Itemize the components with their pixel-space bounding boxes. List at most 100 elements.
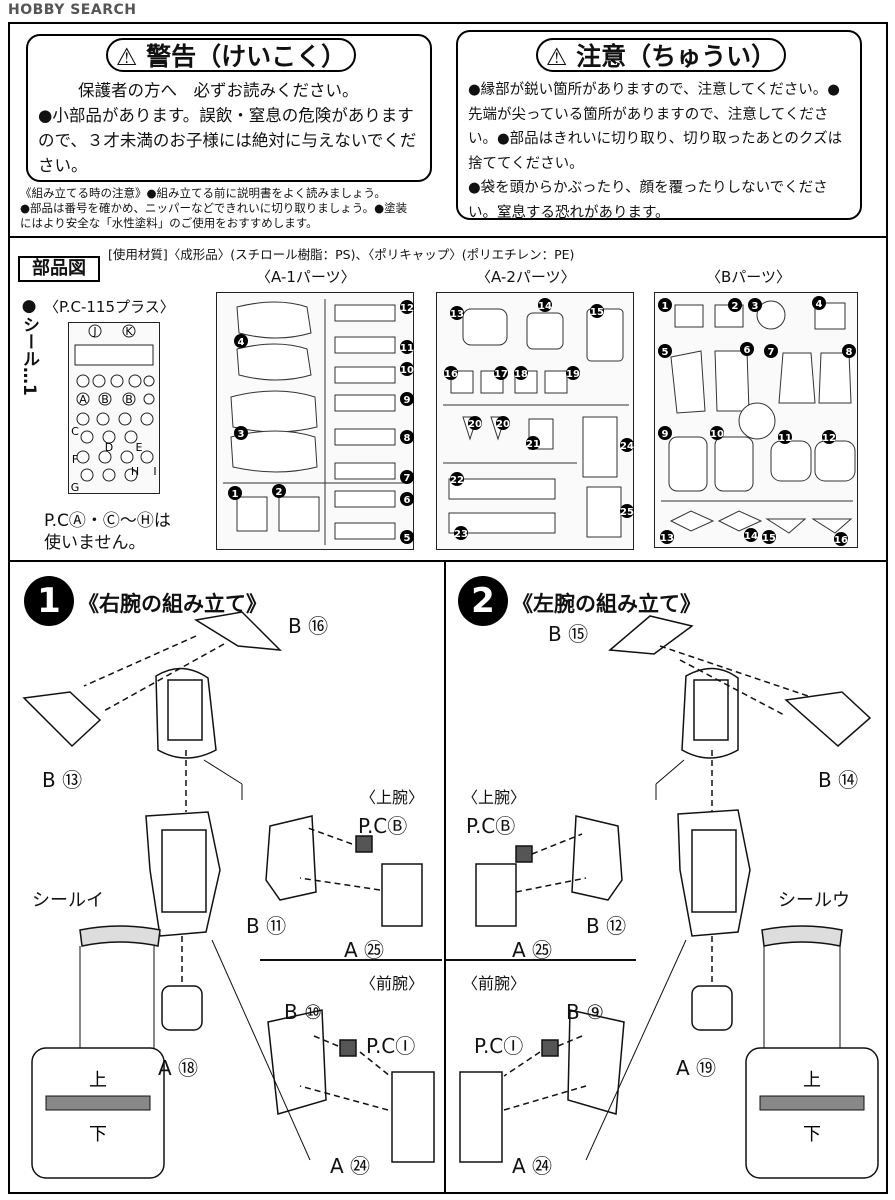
caution-triangle-icon: ⚠ [545,43,568,71]
a2-sprue-drawing: 13 14 15 16 17 18 19 20 20 21 24 22 25 2… [443,298,634,540]
pc-label: 〈P.C-115プラス〉 [44,298,175,316]
step2-part-arm-frame [691,829,737,913]
step1-seal-card [31,1047,165,1179]
step2-part-b12 [571,815,623,901]
assembly-notes: 《組み立てる時の注意》●組み立てる前に説明書をよく読みましょう。 ●部品は番号を… [20,186,450,231]
caution-line-2: ●袋を頭からかぶったり、顔を覆ったりしないでください。窒息する恐れがあります。 [468,180,828,221]
a1-num-12: 12 [400,303,414,314]
step1-part-a24 [391,1071,435,1163]
step2-seal-card [745,1047,879,1179]
seal-label: ●シール…1 [19,296,39,396]
step1-part-b16 [193,611,283,651]
pc-letter-e: E [136,441,143,454]
step2-label-pci: P.CⒾ [474,1034,524,1058]
step1-label-upper-arm: 〈上腕〉 [360,788,425,807]
step2-seal-top: 上 [803,1070,821,1091]
step2-diagram: 上 下 [446,615,879,1179]
b-num-4: 4 [816,299,823,310]
parts-materials: [使用材質]〈成形品〉(スチロール樹脂：PS)、〈ポリキャップ〉(ポリエチレン：… [108,247,575,262]
a2-num-25: 25 [620,507,634,518]
a2-num-23: 23 [454,529,468,540]
step2-number: 2 [458,576,508,626]
step2-part-pci [541,1039,559,1057]
step2-label-seal: シールウ [778,890,850,911]
pc-letter-c: C [71,425,79,438]
a1-num-6: 6 [404,495,411,506]
step2-title: 《左腕の組み立て》 [512,592,701,616]
b-num-15: 15 [762,533,776,544]
warning-title-text: 警告（けいこく） [146,42,347,71]
caution-title: ⚠ 注意（ちゅうい） [536,38,786,72]
step1-number: 1 [24,576,74,626]
step2-label-upper-arm: 〈上腕〉 [462,788,527,807]
b-num-10: 10 [710,429,724,440]
a2-label: 〈A-2パーツ〉 [476,268,576,286]
a1-num-4: 4 [238,337,245,348]
a2-num-13: 13 [450,309,464,320]
separator-parts-top [8,236,888,238]
a1-num-3: 3 [238,429,245,440]
pc-letter-g: G [71,481,80,494]
assembly-notes-line-2: ●部品は番号を確かめ、ニッパーなどできれいに切り取りましょう。●塗装 [20,201,408,215]
b-sprue: 1 2 3 4 5 6 7 8 9 10 11 12 13 14 15 16 [654,292,858,548]
step2-part-pcb [515,845,533,863]
b-num-2: 2 [732,301,739,312]
step1-label-a18: A ⑱ [158,1056,199,1080]
step1-label-b10: B ⑩ [284,1000,323,1024]
a2-num-19: 19 [566,369,580,380]
parts-header: 部品図 [18,256,100,282]
pc-letter-d: D [105,441,113,454]
b-num-14: 14 [744,531,758,542]
step1-seal-bottom: 下 [89,1124,107,1145]
page-frame [8,22,888,1194]
pc-letter-a: A [79,393,87,406]
pc-letter-f: F [72,453,78,466]
caution-body: ●縁部が鋭い箇所がありますので、注意してください。●先端が尖っている箇所がありま… [468,78,852,225]
step2-label-a19: A ⑲ [676,1056,717,1080]
b-num-8: 8 [846,347,853,358]
b-num-6: 6 [744,345,751,356]
b-num-1: 1 [662,301,669,312]
step1-part-seal [79,925,161,947]
step1-label-pci: P.CⒾ [366,1034,416,1058]
step1-label-seal: シールイ [32,890,104,911]
step1-label-pcb: P.CⒷ [358,814,408,838]
step1-seal-card-strip [45,1095,151,1111]
pc-letter-j: J [92,325,96,338]
pc-letter-h: H [131,465,139,478]
pc-note-line-1: P.CⒶ・Ⓒ〜Ⓗは [44,511,171,531]
step2-part-a25 [475,863,517,927]
a1-sprue-drawing: 12 4 11 10 3 9 8 7 1 2 6 5 [223,299,414,545]
step1-seal-top: 上 [89,1070,107,1091]
a2-num-17: 17 [494,369,508,380]
warning-line-2: ●小部品があります。誤飲・窒息の危険がありますので、３才未満のお子様には絶対に与… [38,106,417,175]
warning-line-1: 保護者の方へ 必ずお読みください。 [78,81,359,100]
step1-part-arm-frame [161,829,207,913]
step2-part-seal [761,925,843,947]
a1-label: 〈A-1パーツ〉 [256,268,356,286]
a2-num-22: 22 [450,475,464,486]
b-num-12: 12 [822,433,836,444]
a1-num-11: 11 [400,343,414,354]
step1-part-a18-hand [161,985,203,1031]
assembly-notes-line-1: 《組み立てる時の注意》●組み立てる前に説明書をよく読みましょう。 [20,186,386,200]
step1-label-a24: A ㉔ [330,1154,371,1178]
a2-num-20b: 20 [496,419,510,430]
step1-part-b11 [265,815,317,901]
b-num-9: 9 [662,429,669,440]
step1-part-pcb [355,835,373,853]
a1-num-7: 7 [404,473,411,484]
step2-label-b15: B ⑮ [548,622,589,646]
step2-label-a24: A ㉔ [512,1154,553,1178]
watermark: HOBBY SEARCH [8,2,137,18]
step1-label-b11: B ⑪ [246,914,287,938]
a2-num-21: 21 [526,439,540,450]
a2-num-16: 16 [444,369,458,380]
step1-part-b10 [267,1009,327,1115]
pc-sprue: J K A B B C D E F H I G [68,322,160,494]
b-sprue-drawing: 1 2 3 4 5 6 7 8 9 10 11 12 13 14 15 16 [658,296,856,546]
warning-triangle-icon: ⚠ [115,43,138,71]
a2-num-24: 24 [620,441,634,452]
step2-label-pcb: P.CⒷ [466,814,516,838]
step1-diagram: 上 下 [22,611,442,1179]
